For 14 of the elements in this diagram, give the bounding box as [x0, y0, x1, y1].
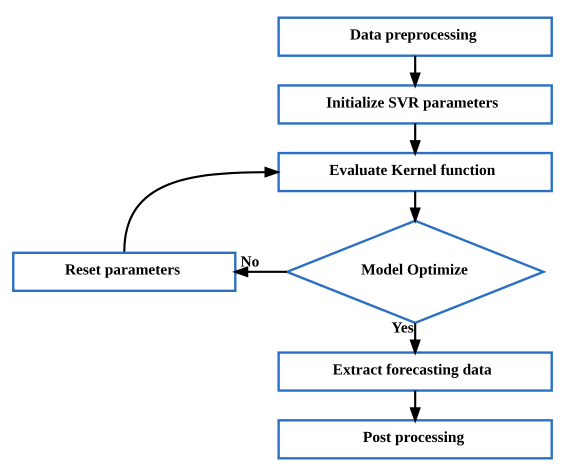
arrow	[410, 123, 421, 156]
node-box: Evaluate Kernel function	[277, 152, 553, 192]
edge-label: No	[240, 253, 260, 270]
arrow	[410, 323, 421, 356]
node-box: Reset parameters	[12, 252, 236, 292]
arrow	[123, 166, 281, 252]
node-box: Data preprocessing	[277, 16, 553, 57]
node-box: Post processing	[277, 419, 553, 460]
arrow	[410, 56, 421, 89]
arrow	[410, 390, 421, 424]
arrow	[410, 191, 421, 224]
arrow	[232, 266, 287, 278]
node-box: Initialize SVR parameters	[277, 84, 553, 125]
node-box: Extract forecasting data	[277, 351, 553, 392]
